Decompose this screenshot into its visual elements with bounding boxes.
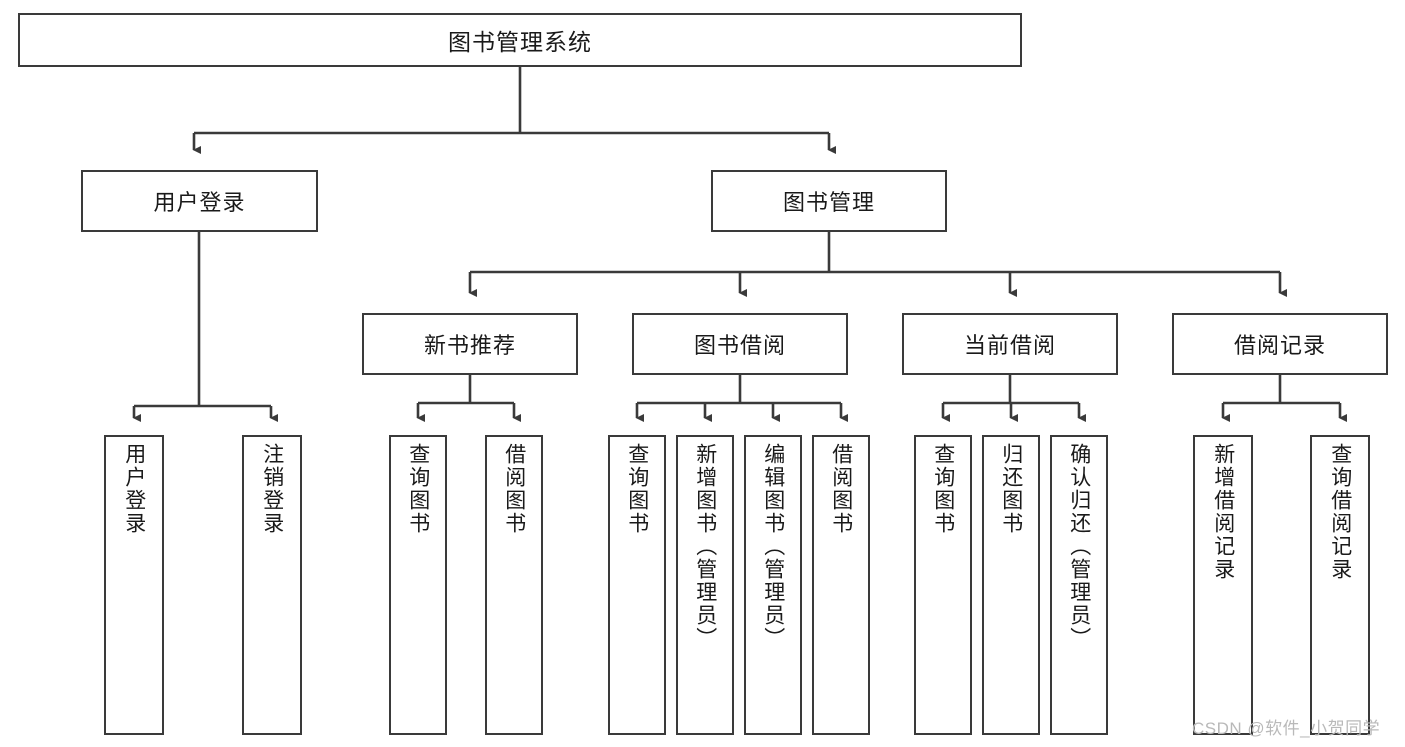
leaf-borrow-books-recommend-label: 借阅图书: [502, 443, 526, 535]
node-borrow-records-label: 借阅记录: [1233, 333, 1326, 358]
leaf-query-books-recommend-label: 查询图书: [406, 443, 430, 535]
node-new-book-recommendation-label: 新书推荐: [423, 333, 516, 358]
leaf-query-borrow-record[interactable]: 查询借阅记录: [1310, 435, 1370, 735]
node-user-login-label: 用户登录: [153, 190, 246, 215]
node-book-borrowing[interactable]: 图书借阅: [632, 313, 848, 375]
node-book-borrowing-label: 图书借阅: [693, 333, 786, 358]
leaf-confirm-return-admin-label: 确认归还（管理员）: [1067, 443, 1091, 650]
node-borrow-records[interactable]: 借阅记录: [1172, 313, 1388, 375]
leaf-add-book-admin-label: 新增图书（管理员）: [693, 443, 717, 650]
node-user-login[interactable]: 用户登录: [81, 170, 318, 232]
leaf-add-book-admin[interactable]: 新增图书（管理员）: [676, 435, 734, 735]
node-book-management-label: 图书管理: [782, 190, 875, 215]
leaf-return-books-label: 归还图书: [999, 443, 1023, 535]
node-book-management[interactable]: 图书管理: [711, 170, 947, 232]
node-root[interactable]: 图书管理系统: [18, 13, 1022, 67]
node-new-book-recommendation[interactable]: 新书推荐: [362, 313, 578, 375]
leaf-return-books[interactable]: 归还图书: [982, 435, 1040, 735]
leaf-logout-label: 注销登录: [260, 443, 284, 535]
leaf-borrow-books-borrowing-label: 借阅图书: [829, 443, 853, 535]
leaf-add-borrow-record[interactable]: 新增借阅记录: [1193, 435, 1253, 735]
node-root-label: 图书管理系统: [448, 29, 592, 55]
leaf-query-borrow-record-label: 查询借阅记录: [1328, 443, 1352, 581]
leaf-user-login-label: 用户登录: [122, 443, 146, 535]
leaf-confirm-return-admin[interactable]: 确认归还（管理员）: [1050, 435, 1108, 735]
leaf-add-borrow-record-label: 新增借阅记录: [1211, 443, 1235, 581]
leaf-query-books-recommend[interactable]: 查询图书: [389, 435, 447, 735]
leaf-borrow-books-borrowing[interactable]: 借阅图书: [812, 435, 870, 735]
leaf-borrow-books-recommend[interactable]: 借阅图书: [485, 435, 543, 735]
leaf-logout[interactable]: 注销登录: [242, 435, 302, 735]
leaf-query-books-borrowing[interactable]: 查询图书: [608, 435, 666, 735]
csdn-watermark: CSDN @软件_小贺同学: [1192, 719, 1381, 738]
leaf-user-login[interactable]: 用户登录: [104, 435, 164, 735]
leaf-query-books-current[interactable]: 查询图书: [914, 435, 972, 735]
node-current-borrowing[interactable]: 当前借阅: [902, 313, 1118, 375]
leaf-query-books-current-label: 查询图书: [931, 443, 955, 535]
leaf-edit-book-admin-label: 编辑图书（管理员）: [761, 443, 785, 650]
leaf-query-books-borrowing-label: 查询图书: [625, 443, 649, 535]
node-current-borrowing-label: 当前借阅: [963, 333, 1056, 358]
leaf-edit-book-admin[interactable]: 编辑图书（管理员）: [744, 435, 802, 735]
